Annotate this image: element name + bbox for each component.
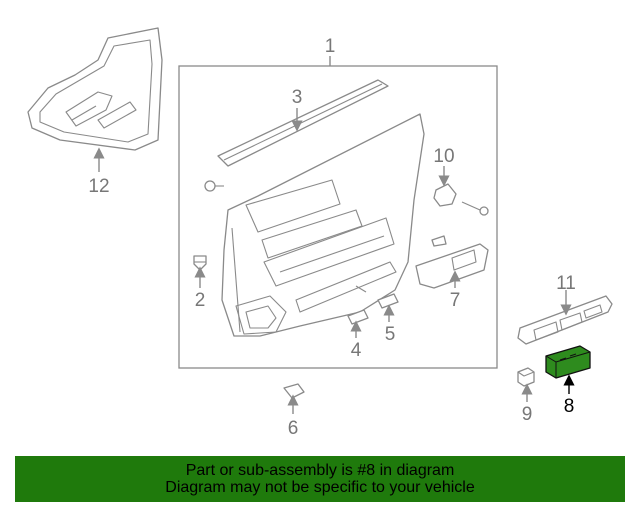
callout-7[interactable]: 7 (450, 290, 461, 311)
part-6-clip[interactable] (283, 383, 305, 399)
clip-fastener-top[interactable] (204, 180, 224, 192)
callout-9[interactable]: 9 (522, 404, 533, 425)
part-1-door-trim-panel[interactable] (221, 113, 425, 337)
screw-10[interactable] (461, 201, 489, 216)
callout-6[interactable]: 6 (288, 418, 299, 439)
part-11-switch-panel[interactable] (517, 295, 613, 345)
callout-2[interactable]: 2 (195, 290, 206, 311)
callout-1[interactable]: 1 (325, 36, 336, 57)
part-5-clip[interactable] (377, 293, 399, 309)
part-3-window-strip[interactable] (217, 79, 389, 167)
callout-4[interactable]: 4 (351, 340, 362, 361)
callout-8[interactable]: 8 (564, 396, 575, 417)
callout-10[interactable]: 10 (433, 146, 454, 167)
info-banner: Part or sub-assembly is #8 in diagram Di… (15, 456, 625, 502)
part-10-bracket[interactable] (433, 183, 457, 207)
callout-5[interactable]: 5 (385, 324, 396, 345)
callout-3[interactable]: 3 (292, 87, 303, 108)
part-1-door-panel-assembly-frame (178, 65, 498, 369)
part-12-insulator[interactable] (27, 27, 163, 151)
part-7-switch-bezel[interactable] (415, 235, 489, 289)
part-2-fastener[interactable] (193, 255, 207, 271)
banner-line-2: Diagram may not be specific to your vehi… (165, 479, 475, 496)
banner-line-1: Part or sub-assembly is #8 in diagram (185, 462, 455, 479)
callout-12[interactable]: 12 (88, 176, 109, 197)
part-9-bushing[interactable] (517, 367, 535, 387)
callout-11[interactable]: 11 (556, 273, 576, 294)
part-8-window-switch[interactable] (545, 345, 591, 379)
